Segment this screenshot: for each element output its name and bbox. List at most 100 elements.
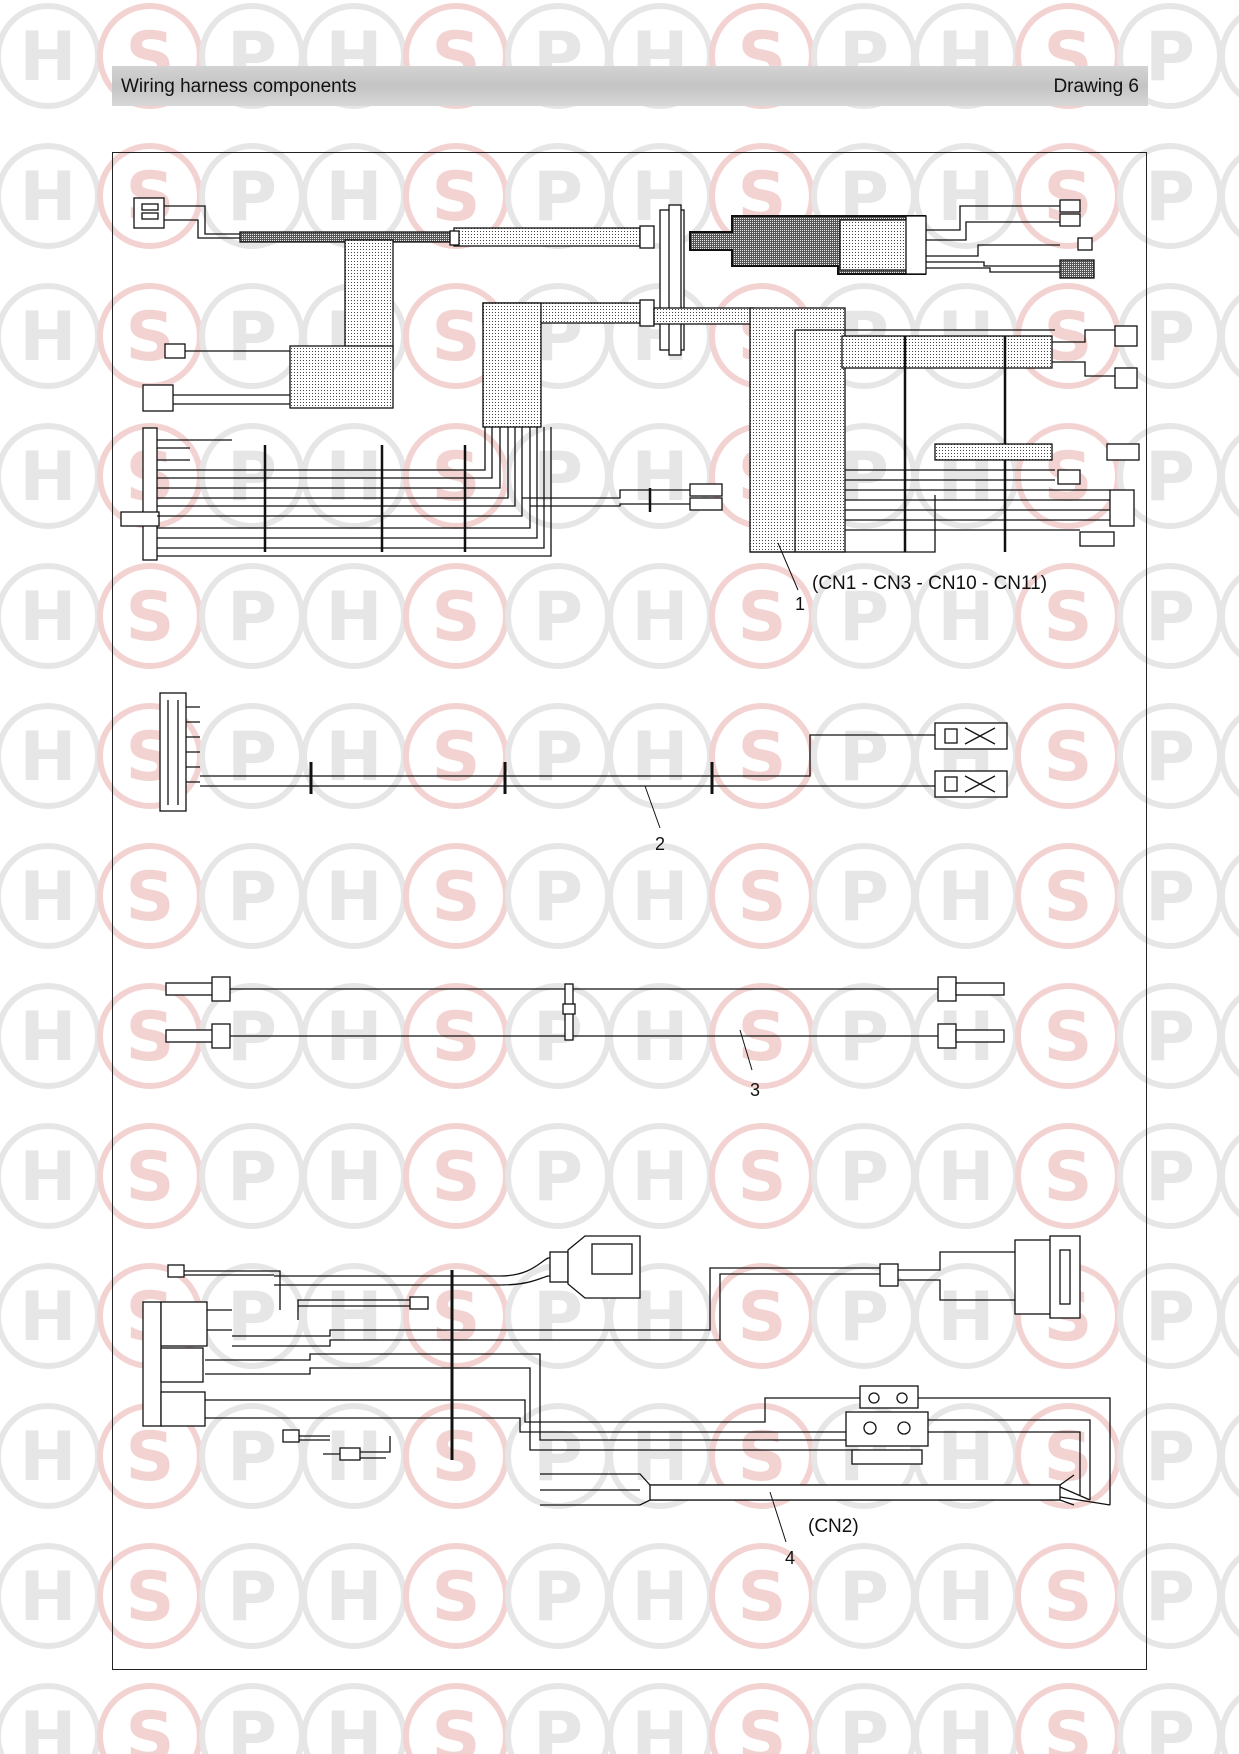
watermark-letter: S <box>126 298 175 377</box>
watermark-letter: S <box>1044 1698 1093 1754</box>
watermark-letter: P <box>1145 1278 1195 1357</box>
harness-4 <box>142 1235 1111 1543</box>
watermark-letter: P <box>1145 438 1195 517</box>
watermark-letter: H <box>20 1558 77 1637</box>
watermark-letter: P <box>533 718 583 797</box>
watermark-letter: P <box>533 1418 583 1497</box>
watermark-letter: S <box>126 578 175 657</box>
watermark-letter: H <box>632 998 689 1077</box>
watermark-letter: H <box>938 1558 995 1637</box>
watermark-ring <box>1219 154 1239 238</box>
watermark-letter: S <box>1044 718 1093 797</box>
watermark-letter: H <box>632 718 689 797</box>
watermark-letter: P <box>533 438 583 517</box>
watermark-letter: P <box>839 858 889 937</box>
item-4-number: 4 <box>785 1548 795 1568</box>
watermark-ring <box>1219 294 1239 378</box>
watermark-letter: H <box>20 858 77 937</box>
watermark-letter: P <box>227 1558 277 1637</box>
watermark-letter: P <box>1145 1558 1195 1637</box>
watermark-letter: P <box>1145 718 1195 797</box>
watermark-letter: H <box>20 578 77 657</box>
watermark-letter: P <box>839 1558 889 1637</box>
watermark-letter: P <box>1145 578 1195 657</box>
item-4-connector: (CN2) <box>808 1516 859 1537</box>
watermark-letter: H <box>632 578 689 657</box>
watermark-letter: H <box>20 998 77 1077</box>
watermark-letter: S <box>432 1418 481 1497</box>
watermark-letter: P <box>533 1698 583 1754</box>
watermark-letter: P <box>227 1418 277 1497</box>
page-title: Wiring harness components <box>121 76 357 97</box>
watermark-letter: S <box>432 1558 481 1637</box>
watermark-letter: P <box>533 158 583 237</box>
watermark-letter: H <box>632 1418 689 1497</box>
watermark-letter: P <box>533 1278 583 1357</box>
watermark-letter: S <box>432 578 481 657</box>
watermark-letter: H <box>20 1138 77 1217</box>
watermark-letter: S <box>738 1278 787 1357</box>
watermark-letter: P <box>533 858 583 937</box>
watermark-letter: P <box>533 1558 583 1637</box>
watermark-letter: S <box>126 858 175 937</box>
watermark-letter: P <box>839 438 889 517</box>
harness-2 <box>159 692 1008 829</box>
item-1-number: 1 <box>795 594 805 614</box>
watermark-letter: H <box>632 1698 689 1754</box>
watermark-ring <box>1219 854 1239 938</box>
watermark-letter: H <box>632 858 689 937</box>
watermark-letter: H <box>938 858 995 937</box>
watermark-letter: P <box>1145 1698 1195 1754</box>
watermark-letter: S <box>432 718 481 797</box>
watermark-letter: H <box>938 1138 995 1217</box>
watermark-letter: S <box>738 1418 787 1497</box>
watermark-letter: P <box>227 998 277 1077</box>
watermark-letter: P <box>839 998 889 1077</box>
watermark-letter: P <box>533 1138 583 1217</box>
watermark-letter: P <box>227 578 277 657</box>
watermark-letter: H <box>326 1558 383 1637</box>
watermark-letter: S <box>432 1138 481 1217</box>
watermark-letter: S <box>126 1698 175 1754</box>
watermark-ring <box>1219 14 1239 98</box>
watermark-letter: S <box>432 998 481 1077</box>
watermark-letter: P <box>1145 858 1195 937</box>
watermark-letter: S <box>1044 1418 1093 1497</box>
watermark-letter: S <box>126 1418 175 1497</box>
item-3-number: 3 <box>750 1080 760 1100</box>
watermark-letter: H <box>20 1698 77 1754</box>
watermark-ring <box>1219 1694 1239 1754</box>
watermark-ring <box>1219 1274 1239 1358</box>
watermark-letter: S <box>432 858 481 937</box>
watermark-letter: H <box>20 718 77 797</box>
watermark-letter: S <box>432 1278 481 1357</box>
watermark-letter: S <box>1044 1558 1093 1637</box>
watermark-letter: P <box>839 1698 889 1754</box>
watermark-letter: H <box>20 1278 77 1357</box>
harness-1 <box>120 197 1140 591</box>
watermark-letter: P <box>839 578 889 657</box>
watermark-letter: P <box>227 718 277 797</box>
watermark-letter: P <box>227 1278 277 1357</box>
harness-3 <box>165 976 1005 1071</box>
watermark-letter: S <box>738 998 787 1077</box>
watermark-letter: H <box>938 1278 995 1357</box>
watermark-ring <box>1219 714 1239 798</box>
watermark-letter: H <box>326 1278 383 1357</box>
watermark-letter: P <box>1145 998 1195 1077</box>
watermark-letter: P <box>839 1278 889 1357</box>
watermark-letter: H <box>938 1418 995 1497</box>
watermark-letter: S <box>126 1558 175 1637</box>
watermark-letter: H <box>326 1138 383 1217</box>
watermark-letter: S <box>738 718 787 797</box>
watermark-letter: H <box>938 578 995 657</box>
watermark-letter: H <box>20 1418 77 1497</box>
watermark-letter: P <box>1145 298 1195 377</box>
item-1-connectors: (CN1 - CN3 - CN10 - CN11) <box>812 573 1047 594</box>
watermark-letter: P <box>227 1698 277 1754</box>
watermark-letter: H <box>632 1558 689 1637</box>
watermark-letter: H <box>632 1138 689 1217</box>
watermark-letter: P <box>227 298 277 377</box>
watermark-ring <box>1219 1554 1239 1638</box>
